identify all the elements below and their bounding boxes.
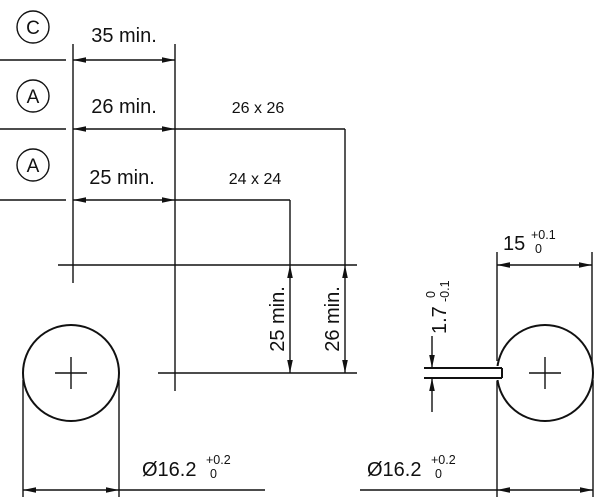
dim-label-35min: 35 min. (91, 25, 157, 47)
hole-right-dia-value: Ø16.2 (367, 459, 421, 481)
hole-right-dia-tol-upper: +0.2 (431, 453, 456, 467)
slot-dim-label-group: 1.7 0 -0.1 (424, 280, 452, 334)
arrowhead (106, 487, 119, 493)
dim-label-26min: 26 min. (91, 96, 157, 118)
arrowhead (73, 197, 86, 203)
label-26x26: 26 x 26 (232, 100, 285, 117)
flat-width-tol-lower: 0 (535, 242, 542, 256)
balloon-a1-label: A (27, 87, 40, 108)
balloon-a2-label: A (27, 156, 40, 177)
flat-width-tol-upper: +0.1 (531, 228, 556, 242)
arrowhead (429, 378, 435, 391)
dim-label-25min: 25 min. (89, 167, 155, 189)
arrowhead (429, 355, 435, 368)
arrowhead (23, 487, 36, 493)
arrowhead (342, 265, 348, 278)
horizontal-dimensions: 35 min. 26 min. 26 x 26 25 min. 24 x 24 (72, 25, 345, 391)
arrowhead (162, 126, 175, 132)
arrowhead (287, 360, 293, 373)
hole-right-dia-tol-lower: 0 (435, 467, 442, 481)
vertical-dimensions: 25 min. 26 min. (58, 129, 357, 374)
slot-dim-value: 1.7 (429, 306, 451, 334)
balloon-column: C A A (0, 10, 66, 201)
slot-dim-tol-lower: -0.1 (438, 280, 452, 302)
arrowhead (287, 265, 293, 278)
arrowhead (497, 262, 510, 268)
arrowhead (580, 487, 593, 493)
right-hole: 1.7 0 -0.1 15 +0.1 0 (424, 228, 594, 422)
vdim-label-25min: 25 min. (267, 286, 289, 352)
slot-dim-tol-upper: 0 (424, 291, 438, 298)
balloon-a1-circle (16, 79, 50, 113)
arrowhead (342, 360, 348, 373)
vdim-label-26min: 26 min. (322, 286, 344, 352)
balloon-c-circle (16, 10, 50, 44)
arrowhead (579, 262, 592, 268)
arrowhead (162, 197, 175, 203)
flat-width-value: 15 (503, 233, 525, 255)
label-24x24: 24 x 24 (229, 171, 282, 188)
arrowhead (73, 57, 86, 63)
arrowhead (497, 487, 510, 493)
hole-left-dia-tol-upper: +0.2 (206, 453, 231, 467)
bottom-dimensions: Ø16.2 +0.2 0 Ø16.2 +0.2 0 (22, 380, 594, 497)
arrowhead (73, 126, 86, 132)
left-hole-circle (22, 324, 120, 422)
balloon-a2-circle (16, 148, 50, 182)
arrowhead (162, 57, 175, 63)
hole-left-dia-tol-lower: 0 (210, 467, 217, 481)
hole-left-dia-value: Ø16.2 (142, 459, 196, 481)
left-hole (22, 324, 120, 422)
balloon-c-label: C (26, 18, 40, 39)
